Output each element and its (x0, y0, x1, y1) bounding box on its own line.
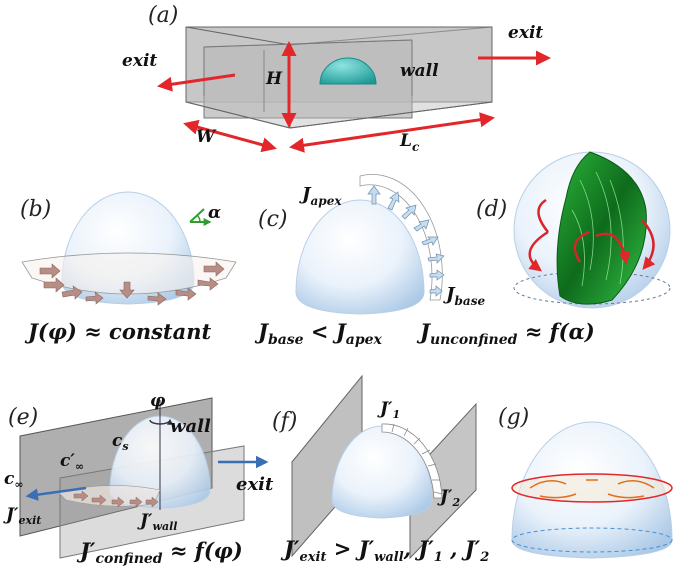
circulation-arrows (528, 198, 656, 272)
panel-c: (c) Japex Jbase Jbase < Japex (254, 174, 485, 348)
exit-label: exit (236, 474, 274, 495)
length-arrow (289, 112, 495, 153)
panel-a: (a) exit exit (122, 3, 551, 154)
contact-line (513, 271, 671, 305)
wall-label: wall (170, 416, 211, 437)
flow-ring (511, 473, 673, 503)
c-inf-prime-label: c′∞ (60, 451, 84, 473)
panel-g: (g) (498, 405, 673, 559)
formula-b: J(φ) ≈ constant (24, 319, 211, 344)
flux-band (381, 423, 443, 499)
flux-arrows (367, 185, 445, 297)
width-label: W (196, 127, 217, 147)
j-base-label: Jbase (443, 284, 485, 308)
j2-label: J′2 (437, 487, 461, 509)
panel-d-label: (d) (476, 197, 507, 222)
flux-arrows (39, 261, 225, 306)
formula-e: J′confined ≈ f(φ) (76, 538, 243, 567)
c-inf-label: c∞ (4, 469, 24, 491)
panel-g-label: (g) (498, 405, 529, 430)
rotation-arrow (149, 418, 173, 425)
base-ring (511, 527, 673, 553)
panel-c-label: (c) (258, 207, 288, 232)
formula-d: Junconfined ≈ f(α) (416, 319, 595, 348)
angle-label: α (208, 203, 221, 223)
length-label: Lc (399, 131, 420, 154)
width-arrow (183, 119, 277, 153)
angle-marker (189, 208, 212, 226)
panel-a-label: (a) (148, 3, 178, 28)
flow-arrows (529, 479, 655, 499)
panel-e-label: (e) (8, 405, 38, 430)
height-label: H (265, 69, 283, 89)
exit-arrow-left (157, 73, 236, 92)
j-apex-label: Japex (299, 184, 342, 208)
wall-label: wall (400, 61, 439, 81)
cs-label: cs (112, 431, 129, 453)
wall-plane-right (409, 402, 477, 560)
exit-label-right: exit (508, 23, 543, 43)
panel-f-label: (f) (272, 409, 297, 434)
panel-b: (b) α J(φ) ≈ constant (20, 191, 237, 344)
flux-skirt (21, 252, 237, 295)
j-exit-label: J′exit (3, 505, 41, 527)
exit-label-left: exit (122, 51, 157, 71)
droplet-teal (319, 57, 377, 85)
panel-e: (e) φ wall cs c′∞ c∞ exit J′exit (3, 391, 274, 567)
panel-d: (d) Junconfined ≈ f(α) (416, 151, 671, 348)
droplet (295, 199, 425, 315)
j1-label: J′1 (377, 399, 400, 421)
formula-f: J′exit > J′wall, J′1 , J′2 (280, 536, 489, 565)
flux-arrows (73, 490, 159, 508)
dimension-arrows (157, 41, 551, 153)
panel-f: (f) J′1 J′2 J′exit > J′wall, J′1 , J′2 (272, 374, 489, 565)
formula-c: Jbase < Japex (254, 319, 383, 348)
flow-streaks (571, 171, 624, 287)
flux-ticks (391, 423, 443, 495)
phi-label: φ (150, 391, 166, 411)
panel-b-label: (b) (20, 197, 51, 222)
flow-plane (556, 151, 647, 305)
exit-arrow-left (25, 486, 87, 501)
j-wall-label: J′wall (137, 511, 178, 533)
